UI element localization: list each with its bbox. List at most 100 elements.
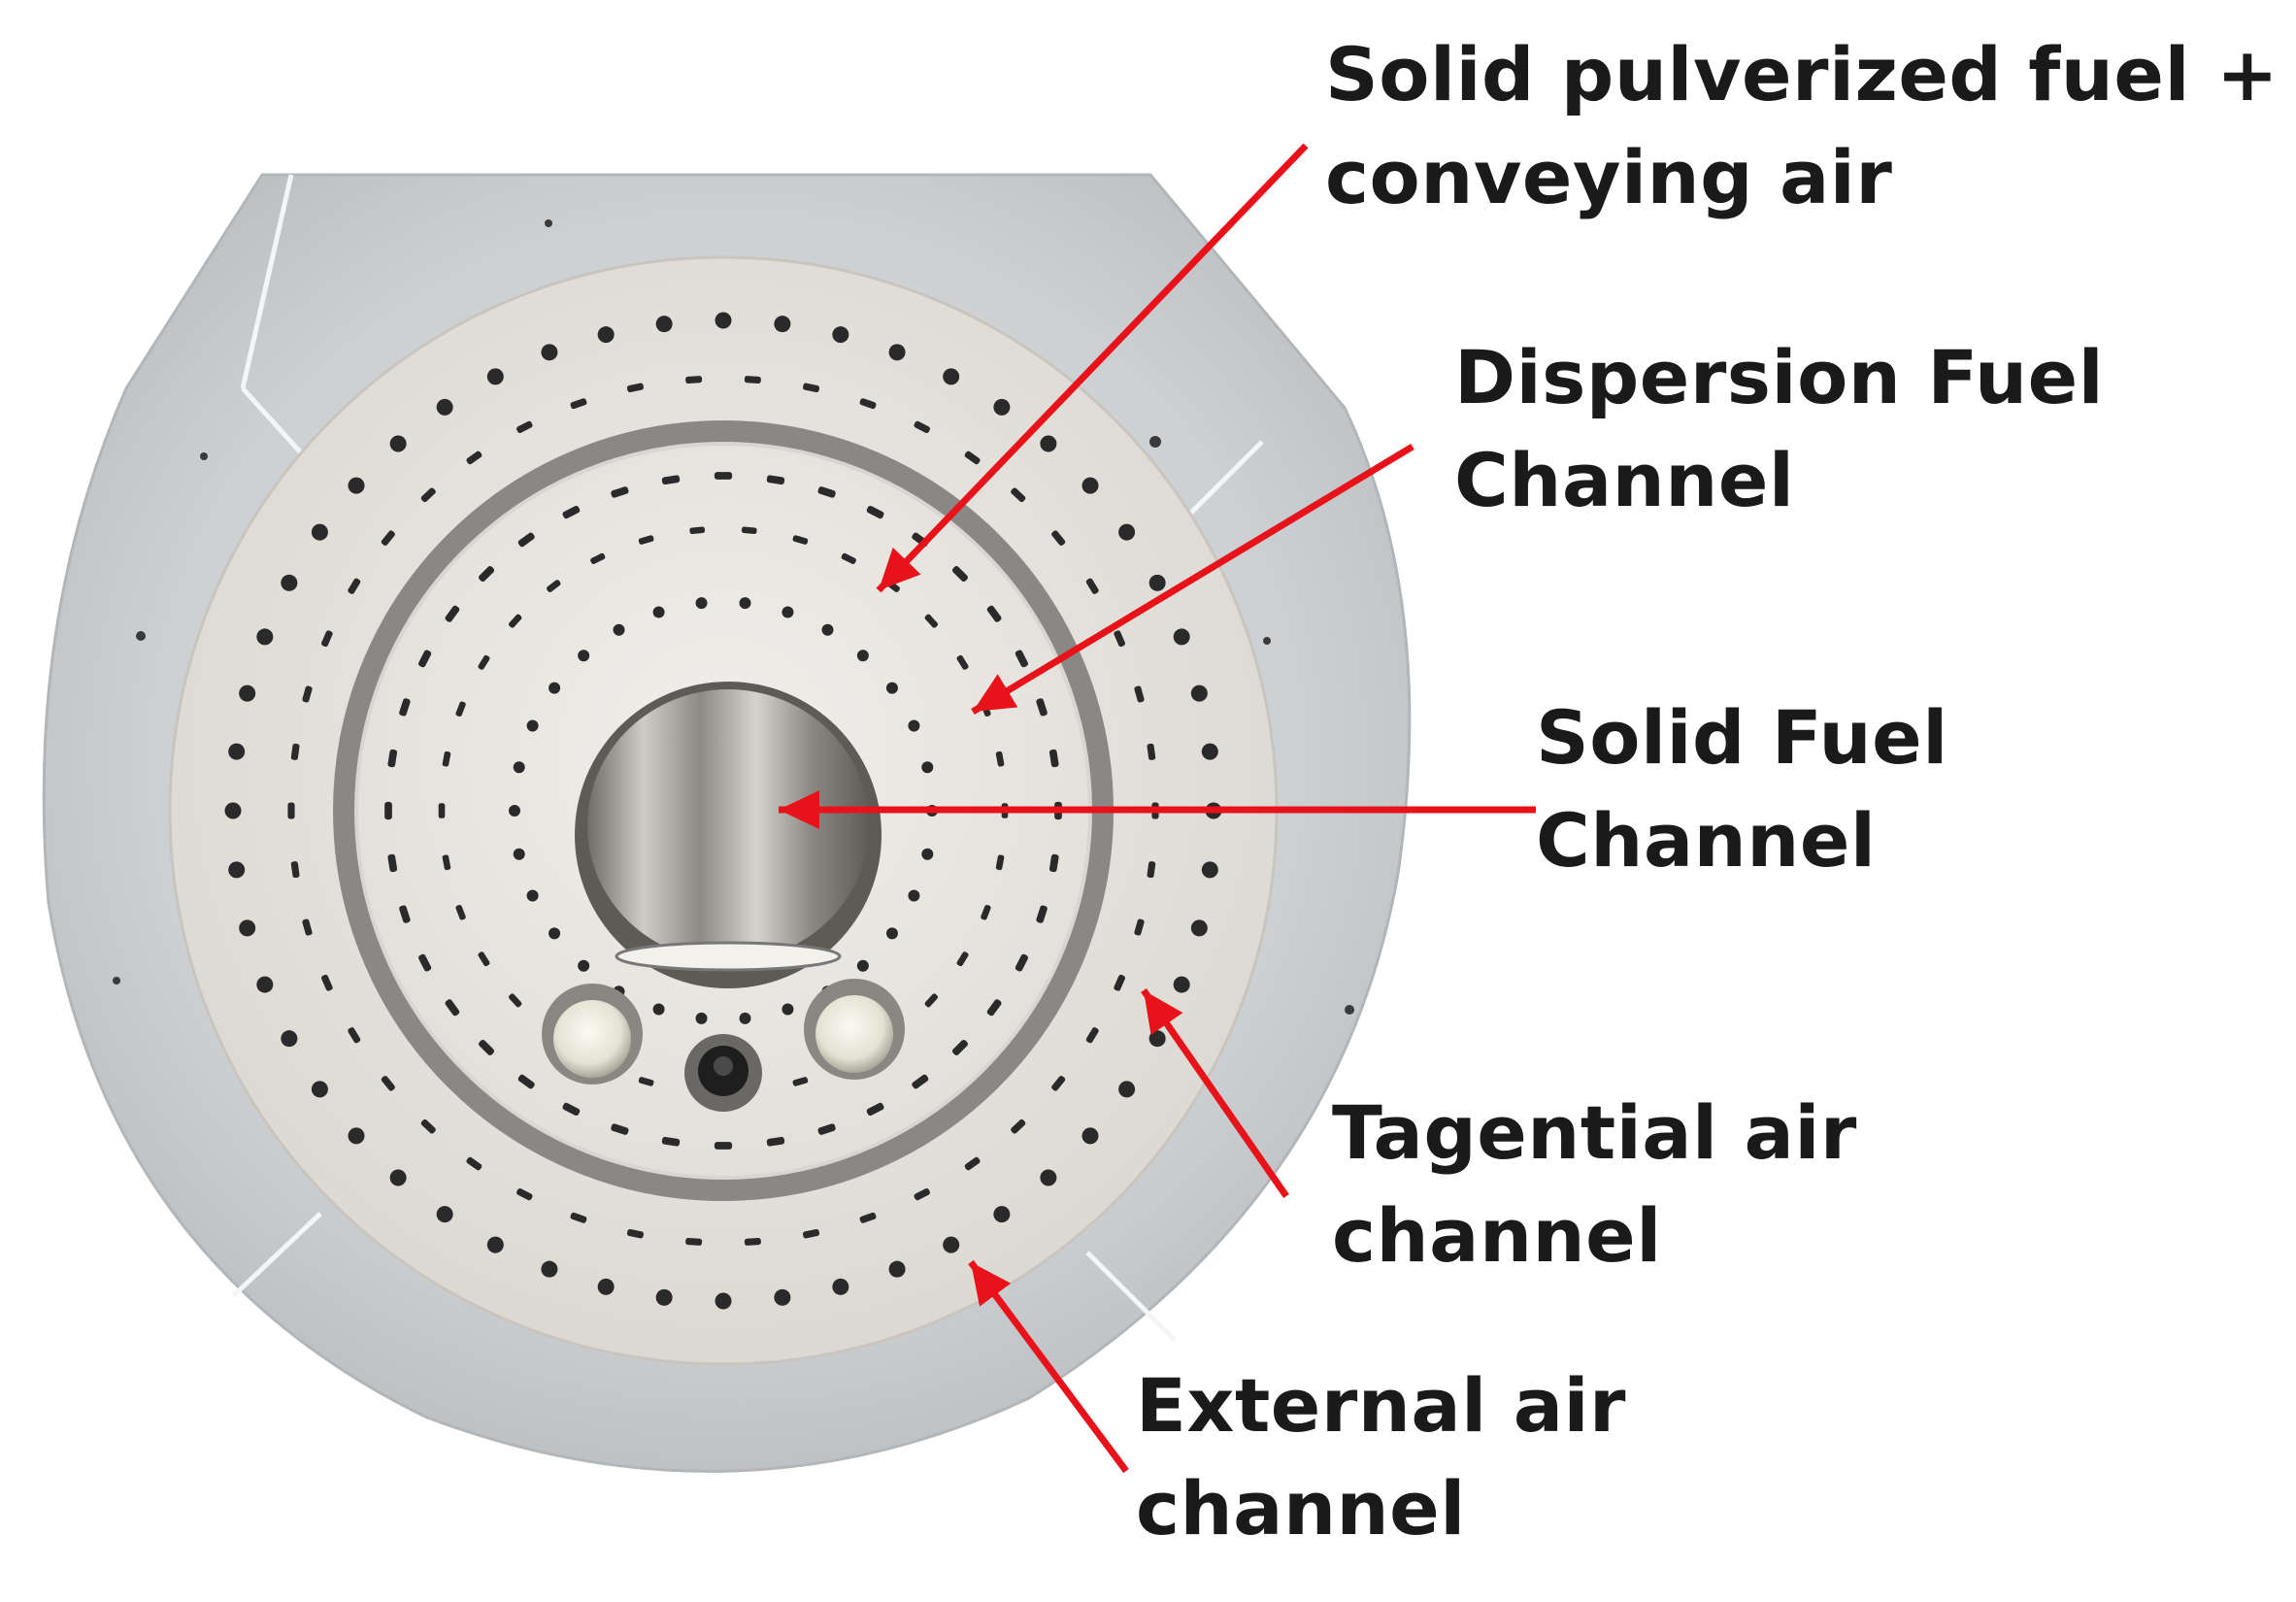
tangential-air-slot bbox=[302, 918, 313, 936]
inner-swirl-slot bbox=[924, 993, 939, 1008]
external-air-hole bbox=[348, 477, 365, 494]
tangential-air-slot bbox=[348, 1027, 361, 1044]
dispersion-fuel-slot bbox=[445, 605, 460, 622]
external-air-hole bbox=[832, 326, 849, 344]
tangential-air-slot bbox=[516, 420, 533, 434]
dispersion-fuel-slot bbox=[817, 1123, 836, 1135]
inner-air-hole bbox=[652, 606, 665, 618]
dispersion-fuel-slot bbox=[912, 1074, 929, 1089]
tangential-air-slot bbox=[290, 861, 300, 879]
dispersion-fuel-slot bbox=[611, 486, 629, 498]
tangential-air-slot bbox=[1011, 1118, 1026, 1134]
external-air-hole bbox=[1148, 574, 1166, 591]
inner-swirl-slot bbox=[924, 614, 939, 628]
tangential-air-slot bbox=[321, 630, 333, 648]
external-air-hole bbox=[1118, 1081, 1136, 1098]
dispersion-fuel-slot bbox=[445, 999, 460, 1017]
external-air-hole bbox=[597, 326, 615, 344]
external-air-hole bbox=[1040, 1169, 1057, 1186]
external-air-hole bbox=[281, 1030, 298, 1048]
tangential-air-slot bbox=[859, 398, 877, 410]
tangential-air-slot bbox=[290, 743, 300, 760]
dispersion-fuel-slot bbox=[1015, 650, 1028, 668]
inner-air-hole bbox=[739, 597, 751, 610]
external-air-hole bbox=[715, 312, 732, 329]
external-air-hole bbox=[888, 1260, 906, 1278]
callout-arrow-head bbox=[879, 547, 921, 590]
inner-swirl-slot bbox=[741, 526, 757, 535]
ignition-port-left bbox=[542, 984, 643, 1085]
label-dispersion-fuel-channel: Dispersion Fuel Channel bbox=[1454, 326, 2104, 532]
external-air-hole bbox=[943, 368, 960, 385]
external-air-hole bbox=[1190, 919, 1208, 937]
callout-arrow-line bbox=[876, 143, 1309, 593]
inner-swirl-slot bbox=[590, 552, 606, 565]
dispersion-fuel-slot bbox=[661, 475, 681, 485]
block-speckles bbox=[113, 219, 1354, 1015]
dispersion-fuel-slot bbox=[714, 1142, 733, 1150]
callout-arrows bbox=[779, 143, 1536, 1474]
tangential-air-slot bbox=[914, 420, 930, 434]
inner-air-hole bbox=[856, 959, 869, 972]
inner-swirl-slot bbox=[455, 701, 466, 718]
inner-air-hole bbox=[885, 682, 898, 694]
tangential-air-slot bbox=[964, 451, 981, 465]
tangential-air-slot bbox=[685, 376, 703, 384]
inner-air-hole bbox=[908, 719, 920, 732]
inner-swirl-slot bbox=[981, 904, 991, 920]
inner-air-hole bbox=[921, 761, 934, 774]
dispersion-fuel-slot bbox=[766, 1136, 785, 1147]
inner-air-hole bbox=[921, 848, 934, 860]
external-air-hole bbox=[239, 919, 256, 937]
label-solid-pulverized-fuel-line1: Solid pulverized fuel + bbox=[1325, 31, 2279, 117]
external-air-hole bbox=[228, 743, 246, 760]
dispersion-fuel-slot bbox=[1048, 749, 1059, 768]
tangential-air-slot bbox=[859, 1212, 877, 1223]
external-air-hole bbox=[311, 1081, 328, 1098]
dispersion-fuel-slot bbox=[1036, 905, 1048, 923]
dispersion-fuel-slot bbox=[517, 1074, 535, 1089]
tangential-air-slot bbox=[570, 398, 587, 410]
inner-air-hole bbox=[578, 650, 590, 662]
dispersion-fuel-slot bbox=[517, 532, 535, 548]
tangential-air-slot bbox=[744, 1237, 761, 1246]
external-air-hole bbox=[993, 1206, 1011, 1223]
tangential-air-slot bbox=[516, 1187, 533, 1201]
dispersion-fuel-slot bbox=[562, 506, 581, 519]
external-air-hole bbox=[389, 1169, 407, 1186]
external-air-hole bbox=[1118, 523, 1136, 541]
callout-arrow-line bbox=[968, 1259, 1129, 1474]
tangential-air-slot bbox=[626, 383, 644, 393]
callout-arrow-line bbox=[1141, 988, 1289, 1198]
inner-swirl-slot bbox=[956, 654, 969, 670]
inner-swirl-slot bbox=[442, 854, 451, 871]
inner-swirl-slot bbox=[508, 614, 522, 628]
hole-rings bbox=[224, 312, 1222, 1310]
tangential-air-slot bbox=[302, 685, 313, 703]
inner-air-hole bbox=[856, 650, 869, 662]
label-external-air-channel-line2: channel bbox=[1136, 1465, 1466, 1552]
external-air-hole bbox=[715, 1292, 732, 1310]
external-air-hole bbox=[1201, 861, 1218, 879]
inner-air-hole bbox=[513, 848, 525, 860]
tangential-air-slot bbox=[466, 1156, 482, 1171]
inner-air-hole bbox=[613, 623, 625, 636]
tangential-air-slot bbox=[1134, 918, 1145, 936]
tangential-air-slot bbox=[626, 1228, 644, 1239]
external-air-hole bbox=[1201, 743, 1218, 760]
external-air-hole bbox=[541, 1260, 558, 1278]
inner-air-hole bbox=[908, 889, 920, 902]
tangential-air-slot bbox=[914, 1187, 930, 1201]
inner-swirl-slot bbox=[638, 1077, 654, 1086]
dispersion-fuel-slot bbox=[986, 605, 1002, 622]
inner-air-hole bbox=[526, 889, 539, 902]
inner-swirl-slot bbox=[638, 535, 654, 545]
dispersion-fuel-slot bbox=[399, 698, 411, 717]
dispersion-fuel-slot bbox=[479, 1039, 495, 1055]
inner-air-hole bbox=[578, 959, 590, 972]
external-air-hole bbox=[774, 1288, 791, 1306]
callout-arrow-line bbox=[971, 444, 1414, 715]
external-air-hole bbox=[597, 1278, 615, 1295]
dispersion-fuel-slot bbox=[384, 801, 392, 820]
